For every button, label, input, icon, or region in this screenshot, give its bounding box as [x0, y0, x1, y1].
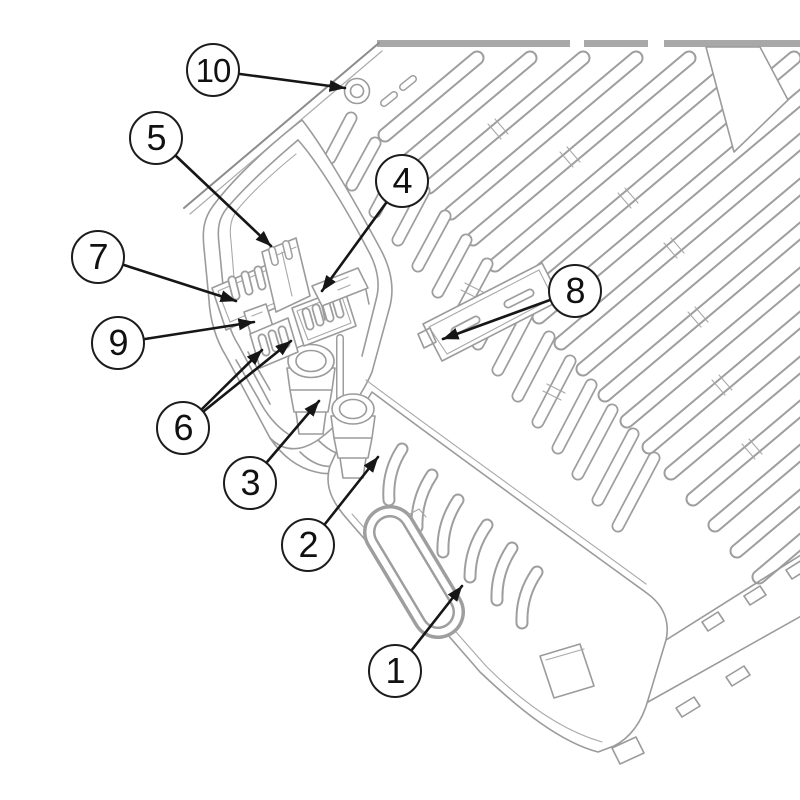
leader-lines [122, 72, 552, 653]
leader-arrow-9 [143, 318, 256, 341]
callout-2: 2 [281, 518, 335, 572]
heatsink-far-fins [377, 50, 800, 585]
callout-1: 1 [368, 644, 422, 698]
leader-arrow-6a [200, 348, 264, 411]
signal-connector [261, 237, 311, 313]
leader-arrow-4 [320, 201, 388, 293]
ring-lug-tab [311, 267, 370, 321]
mounting-notch [705, 46, 789, 153]
callout-5: 5 [129, 111, 183, 165]
screw-hole [343, 77, 371, 105]
fin-collar-marks [460, 118, 763, 460]
leader-arrow-5 [174, 154, 273, 248]
leader-arrow-3 [265, 399, 321, 464]
front-vent-slots [382, 442, 544, 630]
leader-arrow-10 [238, 72, 347, 92]
leader-arrow-6b [202, 339, 293, 413]
callout-7: 7 [71, 230, 125, 284]
leader-arrow-1 [409, 584, 464, 653]
leader-arrow-8 [441, 298, 552, 341]
callout-3: 3 [223, 456, 277, 510]
leader-arrow-2 [323, 455, 380, 526]
heatsink-near-fins [323, 111, 661, 533]
leader-arrow-7 [122, 263, 238, 303]
callout-4: 4 [375, 154, 429, 208]
handle-recess [363, 505, 465, 639]
callout-10: 10 [186, 43, 240, 97]
callout-9: 9 [91, 316, 145, 370]
callout-6: 6 [156, 401, 210, 455]
side-band [539, 554, 800, 765]
top-crop-bar [377, 40, 800, 47]
callout-8: 8 [548, 264, 602, 318]
screw-hole-pads [380, 75, 417, 107]
